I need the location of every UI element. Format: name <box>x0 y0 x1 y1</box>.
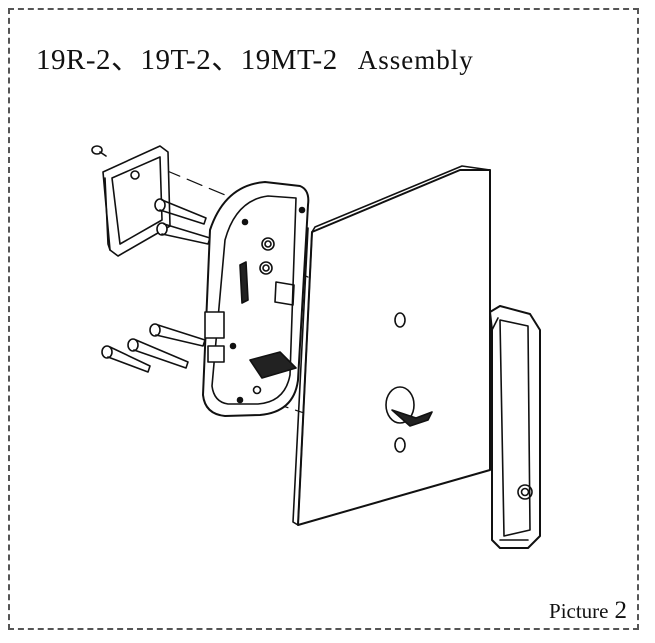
screw-icon <box>91 145 107 157</box>
lock-body-icon <box>202 181 310 417</box>
title-word: Assembly <box>357 45 474 75</box>
handle-icon <box>489 305 541 549</box>
screw-icon <box>154 198 211 245</box>
caption-label: Picture <box>549 599 609 623</box>
model-numbers: 19R-2、19T-2、19MT-2 <box>36 44 338 76</box>
cable-icon <box>391 409 433 427</box>
back-plate-icon <box>102 145 171 257</box>
diagram-frame <box>8 8 639 630</box>
page-title: 19R-2、19T-2、19MT-2 Assembly <box>36 36 474 78</box>
screw-icon <box>101 323 206 373</box>
door-icon <box>292 165 491 526</box>
caption-number: 2 <box>614 597 628 624</box>
